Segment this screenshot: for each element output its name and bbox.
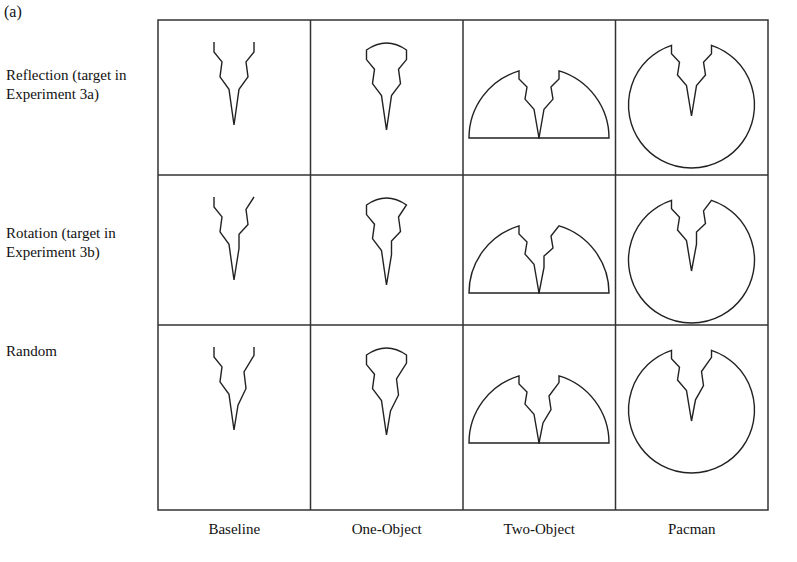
grid-line bbox=[462, 20, 464, 510]
two-object-shape bbox=[469, 71, 539, 138]
column-label: Baseline bbox=[208, 520, 260, 539]
two-object-shape bbox=[539, 376, 609, 443]
one-object-shape bbox=[367, 43, 407, 130]
grid-line bbox=[158, 324, 768, 326]
table-grid bbox=[158, 20, 768, 510]
two-object-shape bbox=[539, 71, 609, 138]
stimulus-shapes bbox=[214, 42, 755, 473]
column-label: Pacman bbox=[668, 520, 715, 539]
contour-shape bbox=[214, 42, 254, 125]
row-label: Random bbox=[6, 342, 154, 361]
two-object-shape bbox=[469, 376, 539, 443]
column-label: One-Object bbox=[352, 520, 422, 539]
grid-line bbox=[158, 174, 768, 176]
column-label: Two-Object bbox=[504, 520, 575, 539]
two-object-shape bbox=[469, 226, 539, 293]
pacman-shape bbox=[628, 350, 754, 473]
grid-border bbox=[158, 20, 768, 510]
panel-label: (a) bbox=[4, 2, 22, 22]
pacman-shape bbox=[628, 200, 754, 323]
row-label: Reflection (target in Experiment 3a) bbox=[6, 66, 154, 104]
contour-shape bbox=[214, 197, 254, 280]
pacman-shape bbox=[628, 45, 754, 168]
one-object-shape bbox=[367, 198, 407, 285]
row-label: Rotation (target in Experiment 3b) bbox=[6, 224, 154, 262]
grid-line bbox=[615, 20, 617, 510]
grid-line bbox=[310, 20, 312, 510]
one-object-shape bbox=[367, 348, 407, 435]
two-object-shape bbox=[539, 226, 609, 293]
contour-shape bbox=[214, 347, 254, 430]
